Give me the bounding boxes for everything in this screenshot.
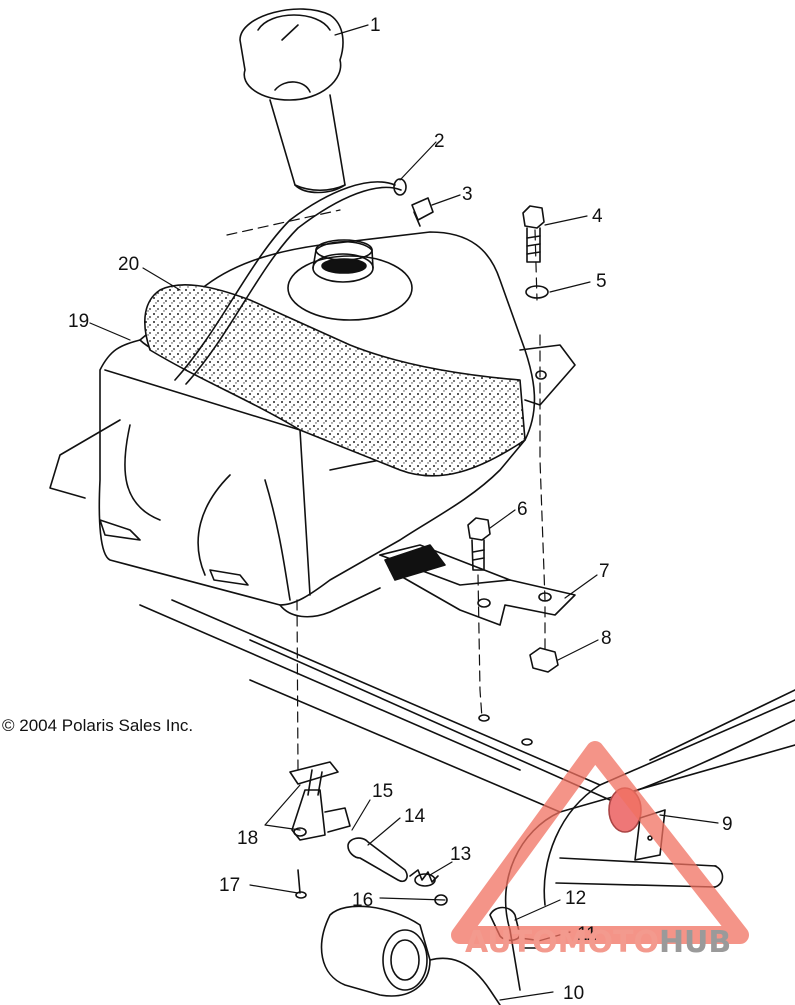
callout-9: 9 — [722, 814, 733, 835]
callout-8: 8 — [601, 628, 612, 649]
callout-11: 11 — [577, 924, 597, 945]
fuel-filter — [320, 905, 501, 1005]
watermark-text-part2: HUB — [659, 925, 731, 960]
callout-14: 14 — [404, 806, 426, 827]
watermark-text-part1: AUTOMOTO — [465, 925, 659, 960]
callout-2: 2 — [434, 131, 445, 152]
leader-lines — [89, 24, 719, 1001]
assembly-lines — [226, 209, 546, 771]
watermark-logo — [451, 741, 749, 944]
callout-19: 19 — [68, 311, 89, 332]
bolt-upper — [522, 205, 545, 263]
valve-lever — [347, 837, 408, 883]
callout-12: 12 — [565, 888, 586, 909]
copyright-text: © 2004 Polaris Sales Inc. — [2, 716, 193, 735]
tank-bracket — [379, 544, 576, 626]
callout-15: 15 — [372, 781, 393, 802]
fuel-cap — [239, 8, 346, 194]
callout-16: 16 — [352, 890, 373, 911]
callout-1: 1 — [370, 15, 381, 36]
watermark-text: AUTOMOTOHUB — [465, 925, 731, 960]
callout-6: 6 — [517, 499, 528, 520]
bolt-lower — [467, 517, 491, 571]
vent-hose — [174, 178, 407, 385]
vent-fitting — [411, 197, 434, 227]
callout-labels: 1 2 3 4 5 6 7 8 9 10 11 12 13 14 15 16 1… — [68, 15, 733, 1004]
callout-5: 5 — [596, 271, 607, 292]
fuel-valve — [289, 761, 351, 899]
callout-17: 17 — [219, 875, 240, 896]
callout-3: 3 — [462, 184, 473, 205]
callout-7: 7 — [599, 561, 610, 582]
callout-18: 18 — [237, 828, 258, 849]
nut — [529, 647, 559, 673]
foam-pad — [144, 284, 526, 477]
callout-13: 13 — [450, 844, 471, 865]
valve-spring — [409, 869, 439, 887]
callout-10: 10 — [563, 983, 584, 1004]
callout-4: 4 — [592, 206, 603, 227]
callout-20: 20 — [118, 254, 139, 275]
